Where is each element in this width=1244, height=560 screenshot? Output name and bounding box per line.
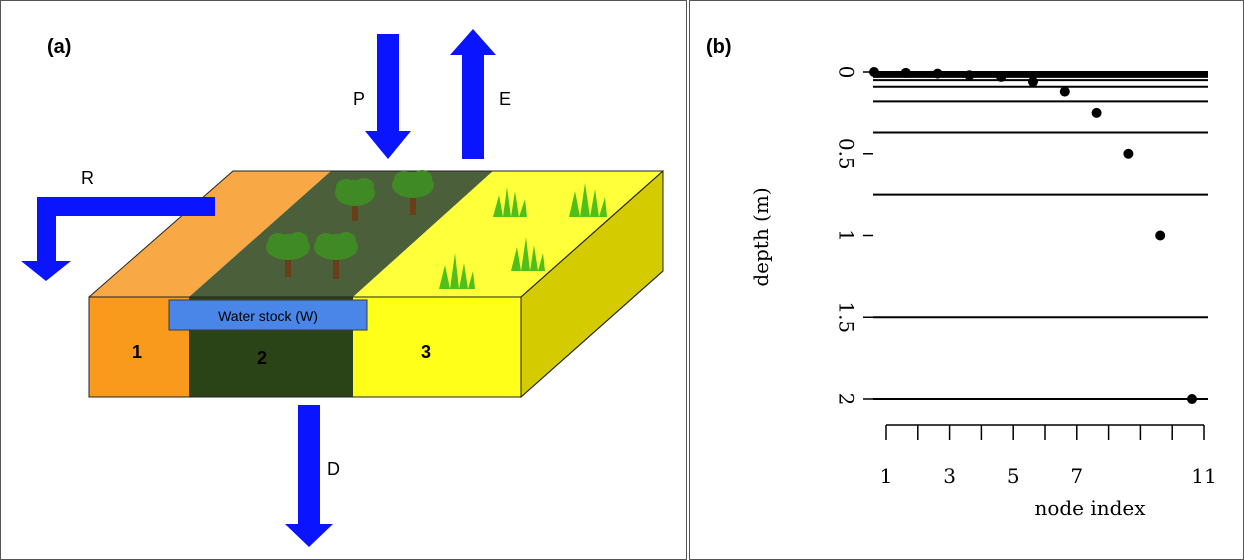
panel-a-schematic: (a) 1 2 3 Water stock (W) [0, 0, 687, 560]
water-stock-label: Water stock (W) [218, 308, 318, 324]
data-point [1155, 230, 1166, 241]
panel-a-label: (a) [47, 36, 71, 58]
water-stock-box [168, 299, 368, 331]
y-tick-label: 2 [835, 393, 859, 406]
data-point [1028, 76, 1038, 87]
tree-icon [266, 232, 310, 277]
x-tick-label: 11 [1191, 464, 1216, 488]
data-point [996, 71, 1007, 82]
drainage-label: D [327, 459, 340, 479]
zone-3-front-face [353, 297, 521, 397]
grass-icon [569, 183, 607, 217]
grass-icon [493, 187, 527, 217]
evaporation-label: E [499, 89, 511, 109]
zone-3-label: 3 [421, 342, 431, 362]
tree-icon [314, 232, 358, 279]
zone-2-label: 2 [257, 348, 267, 368]
x-tick-label: 3 [943, 464, 956, 488]
precipitation-arrow [365, 34, 411, 159]
x-tick-label: 7 [1070, 464, 1083, 488]
x-tick-label: 5 [1007, 464, 1020, 488]
runoff-arrow [21, 197, 215, 281]
x-axis: 1 3 5 7 11 [880, 424, 1217, 488]
tree-icon [392, 170, 434, 215]
data-point [1091, 107, 1102, 118]
data-point [964, 70, 975, 81]
zone-1-label: 1 [132, 342, 142, 362]
grass-icon [439, 253, 475, 289]
zone-1-top-face [89, 171, 331, 297]
y-tick-label: 0 [835, 66, 859, 79]
y-tick-label: 1 [835, 229, 859, 242]
data-point [932, 68, 943, 79]
data-point [1059, 86, 1070, 97]
drainage-arrow [285, 405, 333, 547]
data-points [869, 67, 1197, 404]
data-point [869, 67, 879, 77]
schematic-svg: (a) 1 2 3 Water stock (W) [21, 29, 664, 547]
data-point [1187, 394, 1197, 404]
y-tick-label: 1.5 [835, 301, 859, 333]
tree-icon [335, 178, 375, 221]
layer-boundaries [873, 71, 1208, 400]
runoff-label: R [81, 168, 94, 188]
data-point [900, 67, 911, 78]
grass-icon [511, 237, 545, 271]
y-tick-label: 0.5 [835, 138, 859, 170]
evaporation-arrow [450, 29, 496, 159]
data-point [1123, 148, 1134, 159]
x-tick-label: 1 [880, 464, 893, 488]
x-axis-label: node index [1034, 496, 1146, 520]
y-axis: 0 0.5 1 1.5 2 [835, 66, 873, 406]
panel-b-chart: (b) 0 0.5 1 1.5 2 1 3 5 7 11 depth (m) node inde… [689, 0, 1244, 560]
precipitation-label: P [353, 89, 365, 109]
panel-b-label: (b) [706, 36, 732, 58]
depth-node-chart: (b) 0 0.5 1 1.5 2 1 3 5 7 11 depth (m) node inde… [706, 36, 1217, 520]
y-axis-label: depth (m) [749, 187, 773, 286]
